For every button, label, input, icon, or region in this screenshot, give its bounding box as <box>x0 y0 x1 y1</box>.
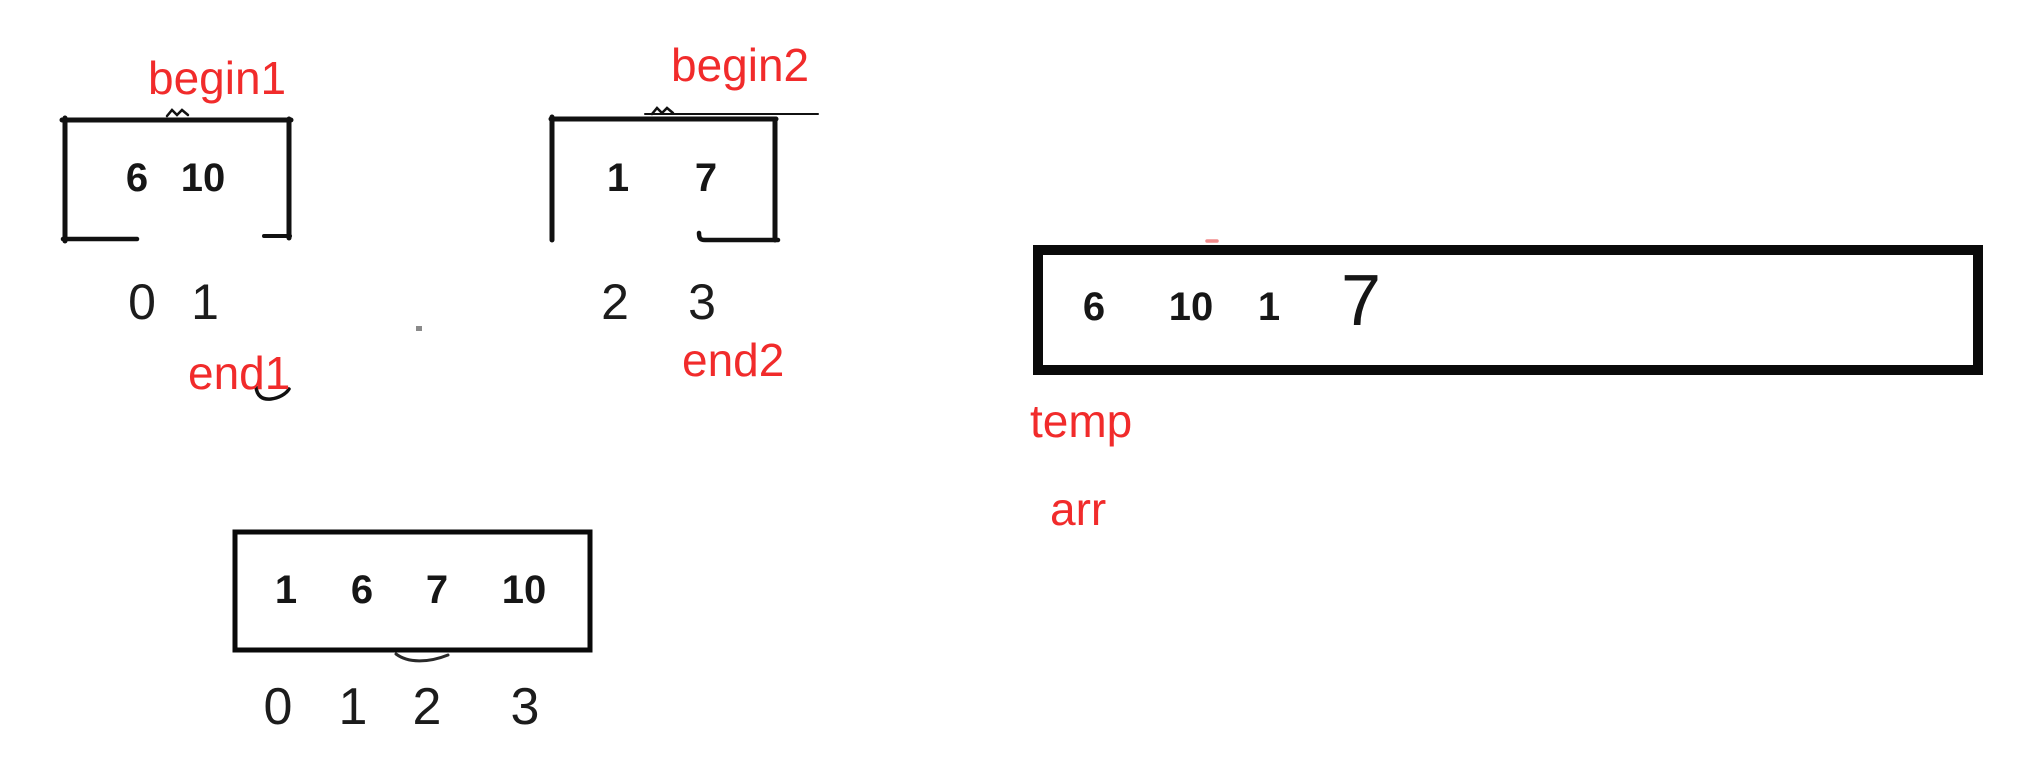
subarray2-index-1: 3 <box>688 274 716 330</box>
stray-dot-mark <box>416 326 422 331</box>
subarray2-box-bottom-right <box>696 230 781 243</box>
end1-curl-mark <box>254 385 291 401</box>
merged-value-2: 7 <box>425 568 449 612</box>
temp-array-box <box>1033 245 1983 375</box>
merged-value-0: 1 <box>274 568 298 612</box>
temp-value-0: 6 <box>1082 285 1106 329</box>
arr-label: arr <box>1050 483 1107 535</box>
merged-index-0: 0 <box>263 678 293 736</box>
merged-index-1: 1 <box>338 678 368 736</box>
begin2-label: begin2 <box>671 39 810 91</box>
subarray1-value-1: 10 <box>180 156 226 200</box>
end2-label: end2 <box>682 334 785 386</box>
temp-value-2: 1 <box>1257 285 1281 329</box>
end1-label: end1 <box>188 347 291 399</box>
temp-label: temp <box>1030 395 1133 447</box>
merged-array-box <box>232 529 593 653</box>
subarray1-index-1: 1 <box>191 274 219 330</box>
temp-value-3: 7 <box>1340 261 1382 341</box>
subarray2-value-1: 7 <box>694 156 718 200</box>
merged-value-1: 6 <box>350 568 374 612</box>
caret-scribble-2 <box>650 106 675 116</box>
subarray2-value-0: 1 <box>606 156 630 200</box>
pen-swoosh-mark <box>394 652 450 663</box>
merged-index-3: 3 <box>510 678 540 736</box>
merged-index-2: 2 <box>412 678 442 736</box>
begin1-label: begin1 <box>148 52 287 104</box>
temp-value-1: 10 <box>1168 285 1214 329</box>
subarray2-index-0: 2 <box>601 274 629 330</box>
subarray1-value-0: 6 <box>125 156 149 200</box>
merged-value-3: 10 <box>501 568 547 612</box>
caret-scribble-1 <box>165 108 190 118</box>
subarray1-index-0: 0 <box>128 274 156 330</box>
